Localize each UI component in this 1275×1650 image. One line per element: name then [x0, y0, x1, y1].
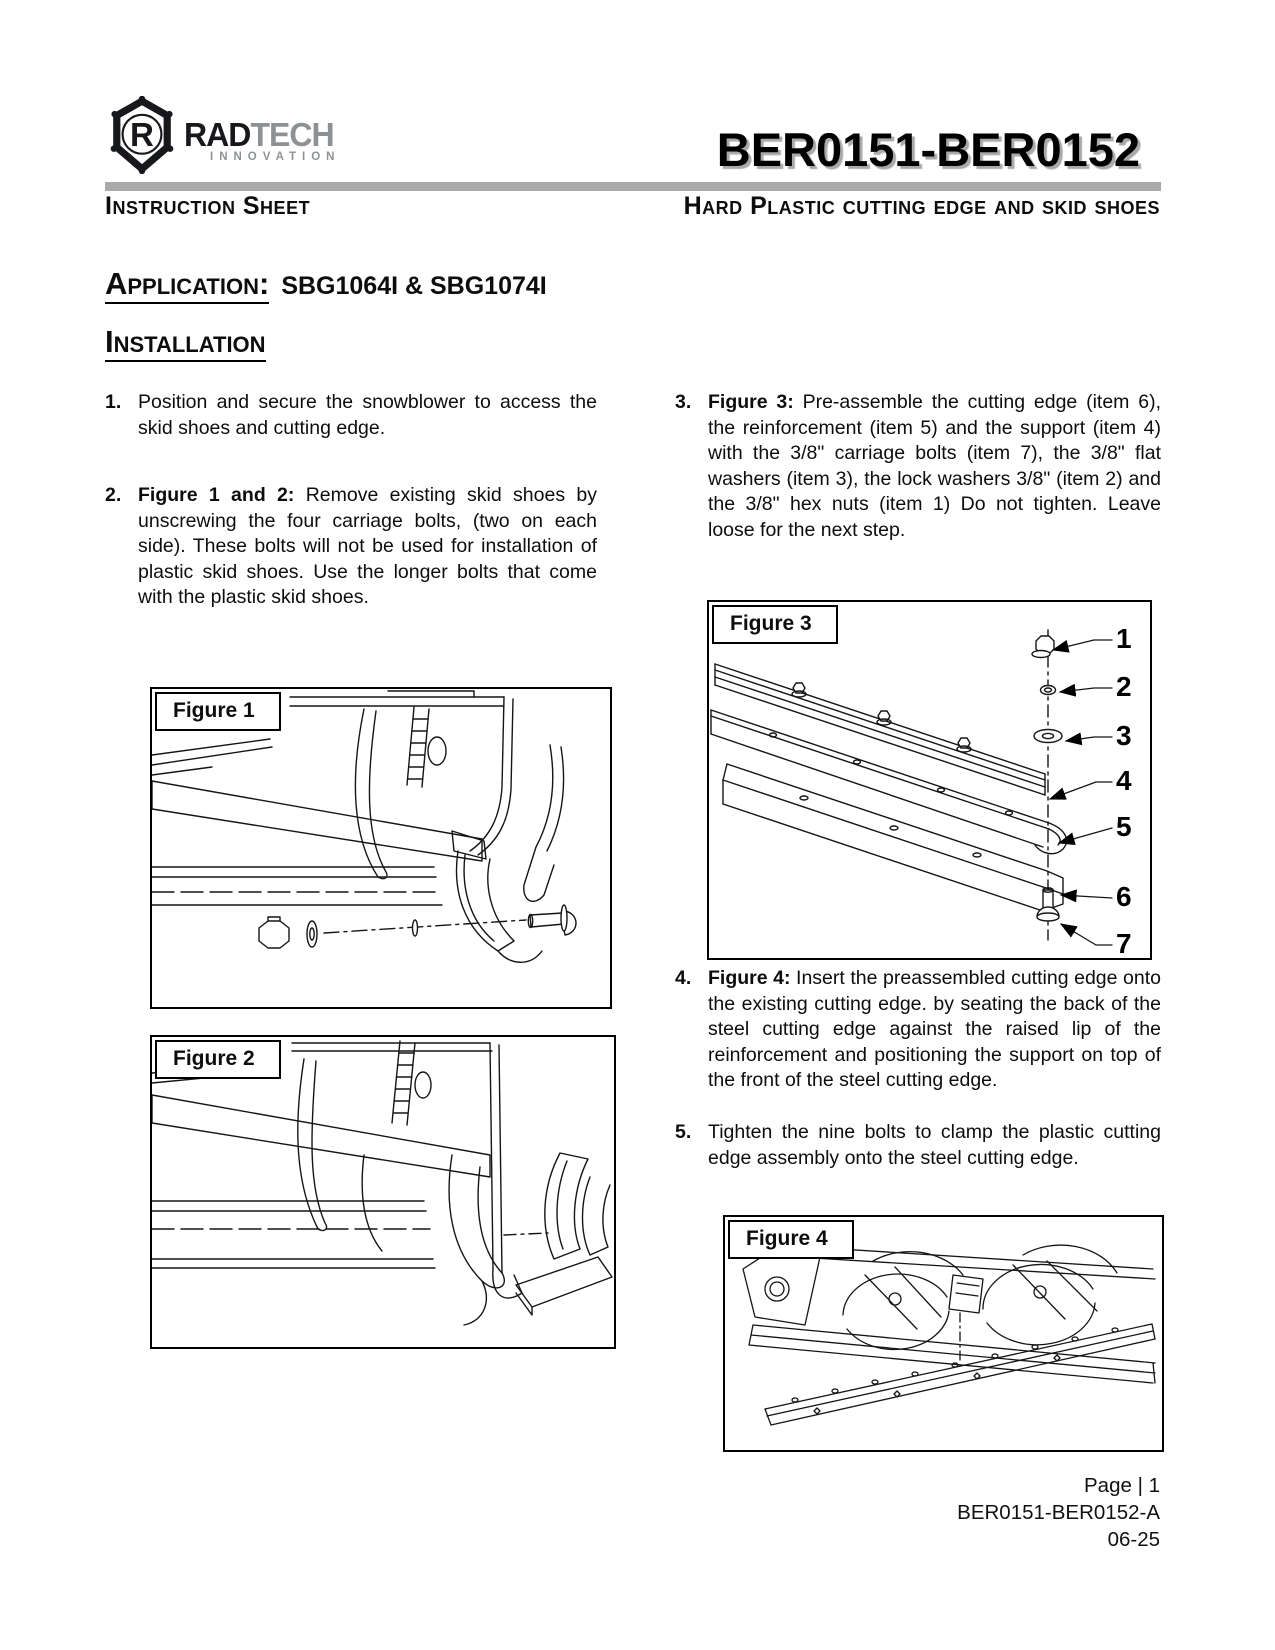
- footer-page-number: Page | 1: [1084, 1474, 1160, 1497]
- callout-7: 7: [1116, 928, 1132, 958]
- item-body: Position and secure the snowblower to ac…: [138, 391, 597, 439]
- brand-tech: TECH: [250, 116, 334, 153]
- figure-2-label: Figure 2: [155, 1040, 281, 1079]
- footer-doc-revision: BER0151-BER0152-A: [957, 1501, 1160, 1524]
- brand-rad: RAD: [184, 116, 251, 153]
- item-text: Figure 4: Insert the preassembled cuttin…: [708, 966, 1161, 1094]
- figure-3-box: Figure 3: [707, 600, 1152, 960]
- item-number: 3.: [675, 391, 692, 413]
- footer-date: 06-25: [1107, 1528, 1160, 1551]
- item-text: Tighten the nine bolts to clamp the plas…: [708, 1120, 1161, 1171]
- item-body: Pre-assemble the cutting edge (item 6), …: [708, 391, 1161, 541]
- item-number: 4.: [675, 967, 692, 989]
- figure-3-drawing: 1 2 3 4 5 6 7: [710, 623, 1132, 958]
- sheet-type-label: Instruction Sheet: [105, 192, 311, 220]
- brand-wordmark: RADTECH: [184, 116, 335, 154]
- instruction-item-2: 2. Figure 1 and 2: Remove existing skid …: [105, 483, 597, 611]
- figure-ref: Figure 3:: [708, 391, 803, 413]
- callout-1: 1: [1116, 623, 1132, 654]
- application-label: Application:: [105, 266, 270, 304]
- application-models: SBG1064I & SBG1074I: [281, 272, 547, 300]
- item-text: Position and secure the snowblower to ac…: [138, 390, 597, 441]
- figure-3-label: Figure 3: [712, 605, 838, 644]
- header-divider: [105, 182, 1161, 191]
- item-text: Figure 3: Pre-assemble the cutting edge …: [708, 390, 1161, 543]
- installation-label: Installation: [105, 324, 266, 362]
- instruction-item-5: 5. Tighten the nine bolts to clamp the p…: [675, 1120, 1161, 1171]
- application-heading: Application: SBG1064I & SBG1074I: [105, 266, 547, 304]
- callout-6: 6: [1116, 881, 1132, 912]
- callout-5: 5: [1116, 811, 1132, 842]
- instruction-item-3: 3. Figure 3: Pre-assemble the cutting ed…: [675, 390, 1161, 543]
- figure-2-box: Figure 2: [150, 1035, 616, 1349]
- instruction-item-1: 1. Position and secure the snowblower to…: [105, 390, 597, 441]
- figure-4-box: Figure 4: [723, 1215, 1164, 1452]
- callout-3: 3: [1116, 720, 1132, 751]
- item-body: Tighten the nine bolts to clamp the plas…: [708, 1121, 1161, 1169]
- item-body: Remove existing skid shoes by unscrewing…: [138, 484, 597, 608]
- figure-4-label: Figure 4: [728, 1220, 854, 1259]
- installation-heading: Installation: [105, 324, 266, 362]
- document-number-title: BER0151-BER0152: [716, 123, 1140, 176]
- radtech-logo-icon: R: [110, 96, 174, 174]
- badge-letter: R: [130, 117, 154, 154]
- callout-4: 4: [1116, 765, 1132, 796]
- subheader-row: Instruction Sheet Hard Plastic cutting e…: [105, 192, 1160, 221]
- figure-ref: Figure 4:: [708, 967, 797, 989]
- brand-tagline: INNOVATION: [210, 151, 341, 163]
- page-footer: Page | 1 BER0151-BER0152-A 06-25: [760, 1472, 1160, 1553]
- product-title-label: Hard Plastic cutting edge and skid shoes: [683, 192, 1160, 220]
- item-number: 1.: [105, 391, 122, 413]
- figure-1-box: Figure 1: [150, 687, 612, 1009]
- item-number: 5.: [675, 1121, 692, 1143]
- figure-1-label: Figure 1: [155, 692, 281, 731]
- item-number: 2.: [105, 484, 122, 506]
- figure-ref: Figure 1 and 2:: [138, 484, 306, 506]
- figure-2-drawing: [152, 1040, 613, 1326]
- figure-1-drawing: [152, 690, 577, 963]
- instruction-item-4: 4. Figure 4: Insert the preassembled cut…: [675, 966, 1161, 1094]
- item-body: Insert the preassembled cutting edge ont…: [708, 967, 1161, 1091]
- callout-2: 2: [1116, 671, 1132, 702]
- item-text: Figure 1 and 2: Remove existing skid sho…: [138, 483, 597, 611]
